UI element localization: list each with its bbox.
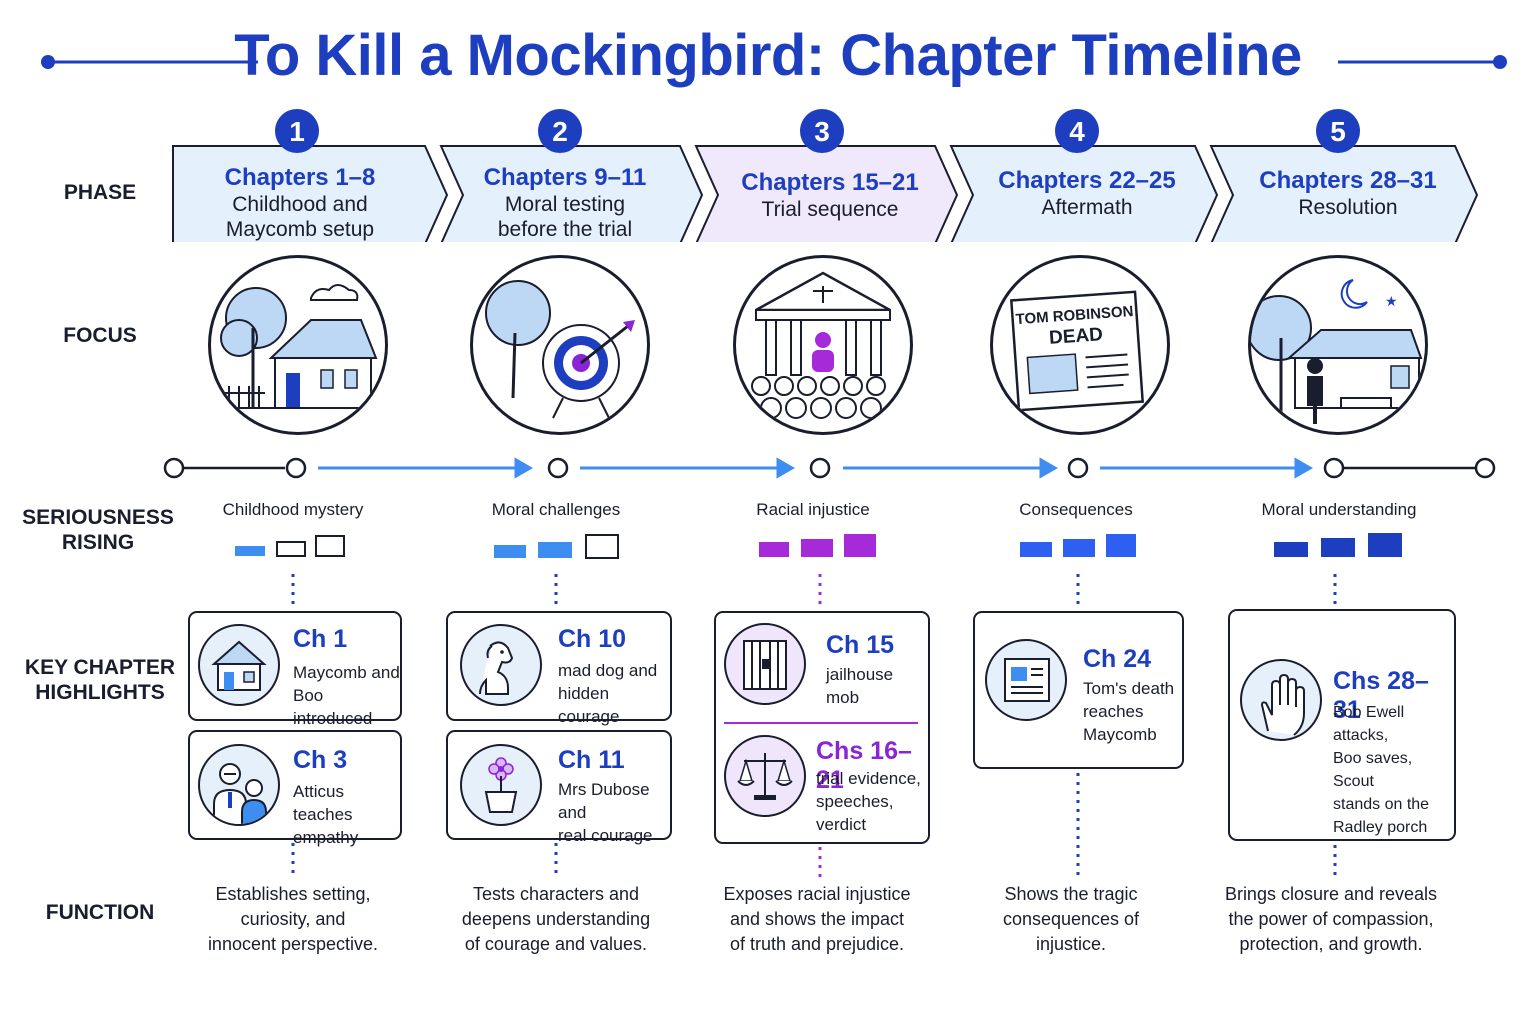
svg-text:3: 3	[814, 116, 830, 147]
chapter-title: Chs 16–21	[816, 737, 912, 794]
timeline	[163, 457, 1496, 608]
seriousness-bars-2	[494, 534, 619, 559]
seriousness-bars-3	[759, 534, 876, 557]
phase-range: Chapters 9–11	[483, 164, 647, 191]
focus-target-icon	[470, 255, 650, 435]
chapter-title: Ch 11	[558, 746, 625, 774]
chapter-title: Ch 24	[1083, 645, 1152, 673]
highlight-card-ch28-31: Chs 28–31 Bob Ewell attacks,Boo saves, S…	[1228, 609, 1456, 841]
row-label-phase: PHASE	[63, 181, 137, 204]
focus-courthouse-icon	[733, 255, 913, 435]
chapter-title: Ch 10	[558, 625, 627, 653]
hand-icon	[1240, 659, 1322, 741]
focus-radley-porch-icon: ★	[1248, 255, 1428, 435]
seriousness-label: Childhood mystery	[222, 500, 364, 519]
phase-text-2: Chapters 9–11 Moral testing before the t…	[455, 163, 675, 242]
phase-chevrons	[150, 145, 1480, 246]
jail-icon	[724, 623, 806, 705]
newspaper-icon	[985, 639, 1067, 721]
phase-badge-5: 5	[1316, 109, 1360, 153]
chapter-title: Chs 28–31	[1333, 667, 1429, 724]
phase-number-badges: 1 2 3 4 5	[275, 109, 1360, 153]
seriousness-label: Moral challenges	[491, 500, 621, 519]
focus-newspaper-icon: TOM ROBINSON DEAD	[990, 255, 1170, 435]
flower-pot-icon	[460, 744, 542, 826]
seriousness-bars-1	[235, 535, 345, 557]
connector-dots	[291, 574, 1337, 608]
phase-text-5: Chapters 28–31 Resolution	[1238, 166, 1458, 220]
phase-range: Chapters 1–8	[224, 164, 376, 191]
row-label-highlights: KEY CHAPTER HIGHLIGHTS	[24, 656, 176, 704]
chapter-title: Ch 3	[293, 746, 348, 774]
seriousness-label: Racial injustice	[756, 500, 870, 519]
svg-text:★: ★	[1385, 294, 1398, 310]
chapter-title: Ch 1	[293, 625, 348, 653]
dog-icon	[460, 624, 542, 706]
chapter-desc: trial evidence,speeches,verdict	[816, 769, 921, 834]
svg-text:1: 1	[289, 116, 305, 147]
phase-badge-3: 3	[800, 109, 844, 153]
row-label-function: FUNCTION	[45, 901, 155, 924]
phase-range: Chapters 15–21	[741, 169, 919, 196]
scales-icon	[724, 735, 806, 817]
phase-text-4: Chapters 22–25 Aftermath	[977, 166, 1197, 220]
phase-chevron-1	[172, 145, 449, 245]
function-connectors	[291, 773, 1337, 877]
phase-range: Chapters 28–31	[1259, 167, 1437, 194]
svg-text:2: 2	[552, 116, 568, 147]
timeline-start-dot	[163, 457, 185, 479]
phase-text-3: Chapters 15–21 Trial sequence	[720, 168, 940, 222]
card-divider	[724, 722, 918, 724]
seriousness-bars-5	[1274, 533, 1402, 557]
seriousness-label: Moral understanding	[1261, 500, 1417, 519]
svg-text:4: 4	[1069, 116, 1085, 147]
phase-range: Chapters 22–25	[998, 167, 1176, 194]
svg-text:DEAD: DEAD	[1048, 324, 1103, 349]
svg-text:5: 5	[1330, 116, 1346, 147]
phase-text-1: Chapters 1–8 Childhood and Maycomb setup	[190, 163, 410, 242]
timeline-end-dot	[1474, 457, 1496, 479]
title-decoration	[41, 55, 1507, 69]
row-label-focus: FOCUS	[63, 324, 137, 347]
atticus-scout-icon	[198, 744, 280, 826]
timeline-arrows	[318, 457, 1314, 479]
row-label-seriousness: SERIOUSNESS RISING	[22, 506, 174, 554]
phase-badge-4: 4	[1055, 109, 1099, 153]
phase-badge-1: 1	[275, 109, 319, 153]
chapter-title: Ch 15	[826, 631, 895, 659]
timeline-nodes	[285, 457, 1345, 479]
phase-badge-2: 2	[538, 109, 582, 153]
house-icon	[198, 624, 280, 706]
seriousness-bars-4	[1020, 534, 1136, 557]
seriousness-label: Consequences	[1019, 500, 1133, 519]
page-title: To Kill a Mockingbird: Chapter Timeline	[234, 23, 1302, 88]
focus-house-scene-icon	[208, 255, 388, 435]
